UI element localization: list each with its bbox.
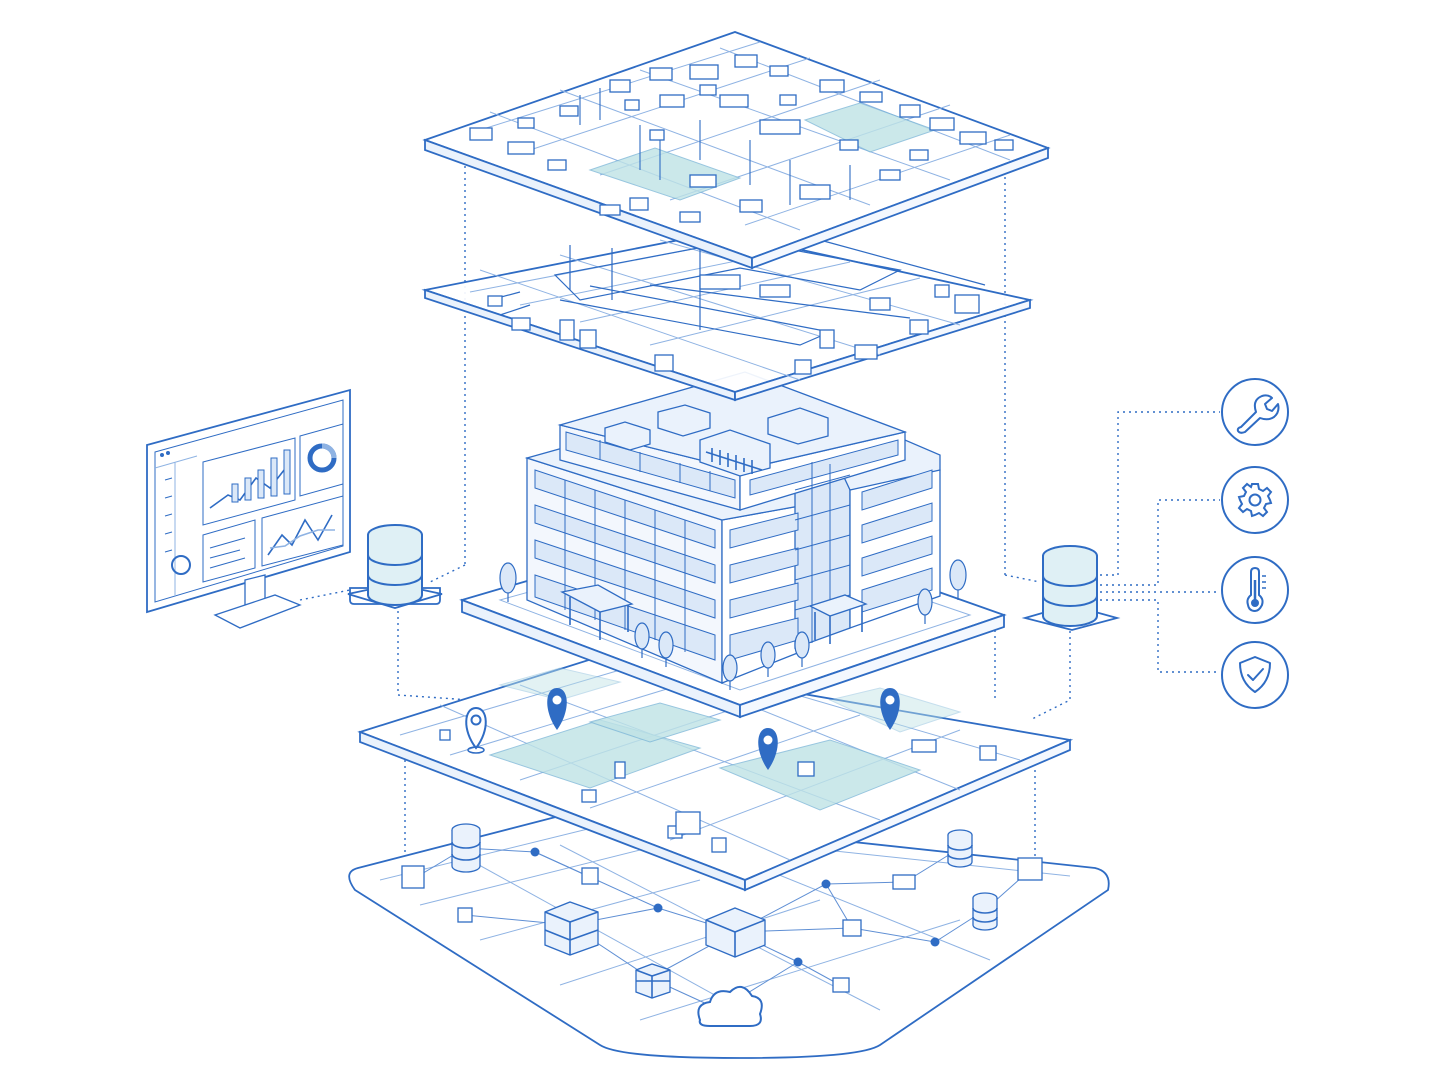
location-pin-icon	[758, 728, 778, 770]
right-database-icon	[1021, 545, 1121, 631]
location-pin-icon	[880, 688, 900, 730]
iot-network-layer	[348, 811, 1110, 1059]
site-map-layer	[357, 657, 1074, 892]
mechanical-hvac-layer	[421, 231, 1034, 402]
network-database-icon	[972, 892, 998, 931]
dashboard-monitor-icon	[146, 388, 351, 629]
location-pin-icon	[547, 688, 567, 730]
wrench-icon	[1221, 378, 1289, 446]
location-pin-icon	[465, 706, 487, 754]
network-database-icon	[451, 823, 481, 873]
left-database-icon	[347, 524, 443, 609]
cloud-icon	[697, 985, 763, 1027]
furniture-floor-plan-layer	[422, 31, 1051, 270]
gear-icon	[1221, 466, 1289, 534]
network-database-icon	[947, 829, 973, 868]
building-model-layer	[459, 371, 1007, 719]
server-box-icon	[635, 963, 671, 999]
server-box-icon	[705, 907, 766, 958]
shield-check-icon	[1221, 641, 1289, 709]
network-nodes	[530, 847, 940, 967]
tree-icons	[499, 559, 967, 690]
server-box-icon	[544, 901, 599, 956]
thermometer-icon	[1221, 556, 1289, 624]
